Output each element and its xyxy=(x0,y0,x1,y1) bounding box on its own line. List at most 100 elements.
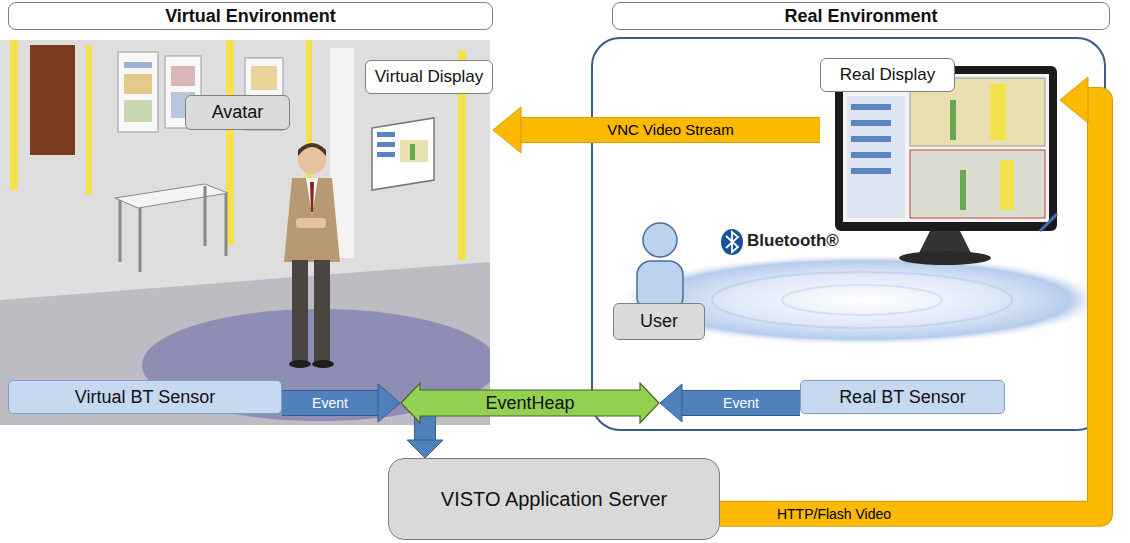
screen-detail xyxy=(377,152,395,157)
label-box: Real Display xyxy=(820,58,955,92)
virtual-display-picture xyxy=(372,118,434,190)
node-text: Virtual BT Sensor xyxy=(75,387,215,408)
screen-detail xyxy=(1000,160,1014,210)
node-text: Virtual Display xyxy=(375,67,483,87)
avatar-leg xyxy=(314,260,330,362)
screen-detail xyxy=(851,104,891,110)
arrow-label: VNC Video Stream xyxy=(605,121,735,138)
screen-panel xyxy=(847,96,905,218)
real-environment-region xyxy=(592,38,1105,430)
arrow-outline xyxy=(682,390,800,416)
screen-detail xyxy=(377,142,395,147)
avatar-tie xyxy=(310,182,314,212)
avatar-shoe xyxy=(312,360,334,368)
avatar-hands xyxy=(296,218,326,228)
screen-detail xyxy=(410,144,415,160)
avatar-hair xyxy=(298,143,326,156)
virtual-scene xyxy=(0,40,490,425)
arrow-outline xyxy=(282,390,378,416)
node-text: User xyxy=(640,311,678,332)
arrow-head xyxy=(407,440,443,458)
door xyxy=(30,45,75,155)
section-header: Virtual Environment xyxy=(8,2,493,30)
avatar-figure xyxy=(284,143,340,368)
poster-detail xyxy=(251,66,277,90)
block-arrow xyxy=(660,384,800,422)
label-box: Virtual Display xyxy=(365,60,493,94)
screen-view xyxy=(910,150,1045,218)
arrow-shaft xyxy=(282,391,378,415)
monitor-picture xyxy=(835,66,1057,265)
bluetooth-rune xyxy=(726,232,738,252)
sensor-box: Virtual BT Sensor xyxy=(8,380,282,414)
node-text: Real Display xyxy=(840,65,935,85)
arrow-label: Event xyxy=(721,395,761,411)
poster xyxy=(118,52,158,132)
table-leg xyxy=(139,208,142,272)
avatar-shoe xyxy=(289,360,311,368)
display-label: Real Display xyxy=(820,58,1060,273)
avatar-leg xyxy=(292,260,308,362)
bluetooth-ring xyxy=(712,272,1012,328)
arrow-shaft xyxy=(720,100,1100,514)
arrow-shaft xyxy=(521,118,820,142)
table-leg xyxy=(225,194,228,256)
poster-detail xyxy=(124,62,152,68)
screen-detail xyxy=(851,136,891,142)
block-arrow xyxy=(407,416,443,458)
monitor-screen xyxy=(843,74,1049,222)
arrow-outline xyxy=(521,117,820,143)
table-leg xyxy=(119,200,122,262)
arrow-label: HTTP/Flash Video xyxy=(775,506,893,522)
block-arrow xyxy=(720,77,1100,514)
arrow-outline xyxy=(720,100,1100,514)
arrow-shaft xyxy=(682,391,800,415)
node-text: EventHeap xyxy=(485,393,574,414)
block-arrow xyxy=(493,107,820,153)
wall-strip xyxy=(10,40,18,190)
screen-detail xyxy=(960,170,966,210)
brand-label: Bluetooth® xyxy=(747,231,839,251)
table-leg xyxy=(204,186,207,246)
screen-detail xyxy=(851,168,891,174)
arrow-head xyxy=(660,384,682,422)
wall-strip xyxy=(86,45,92,195)
double-arrow-outline xyxy=(401,383,659,423)
node-text: Real BT Sensor xyxy=(839,387,966,408)
bluetooth-logo xyxy=(721,229,743,255)
screen-detail xyxy=(851,152,891,158)
sensor-box: Real BT Sensor xyxy=(800,380,1005,414)
monitor-base xyxy=(899,251,991,265)
display-label: Virtual Display xyxy=(365,60,493,190)
node-text: Virtual Environment xyxy=(165,6,336,27)
avatar-jacket xyxy=(284,178,340,262)
avatar-shirt xyxy=(306,178,318,215)
user-head xyxy=(643,223,677,257)
event-heap-arrow: EventHeap xyxy=(400,382,660,424)
actor-label: Avatar xyxy=(185,95,290,130)
poster-detail xyxy=(124,74,152,94)
server-box: VISTO Application Server xyxy=(388,458,720,540)
bluetooth-badge xyxy=(721,229,743,255)
screen-detail xyxy=(400,140,428,162)
poster-detail xyxy=(124,100,152,122)
node-text: VISTO Application Server xyxy=(441,488,667,511)
poster-detail xyxy=(171,66,195,86)
screen-detail xyxy=(990,84,1006,140)
node-text: Avatar xyxy=(212,102,264,123)
bluetooth-ring xyxy=(782,285,942,315)
arrow-head xyxy=(378,384,400,422)
user-icon xyxy=(637,223,683,311)
screen-detail xyxy=(950,100,956,140)
arrow-head xyxy=(1060,77,1088,123)
node-text: Real Environment xyxy=(784,6,937,27)
screen-detail xyxy=(377,132,395,137)
section-header: Real Environment xyxy=(612,2,1110,30)
actor-label: User xyxy=(613,303,705,340)
screen-detail xyxy=(851,120,891,126)
virtual-screen xyxy=(372,118,434,190)
monitor-accent xyxy=(1040,214,1057,231)
arrow-label: Event xyxy=(310,395,350,411)
block-arrow xyxy=(282,384,400,422)
table-top xyxy=(115,184,228,208)
